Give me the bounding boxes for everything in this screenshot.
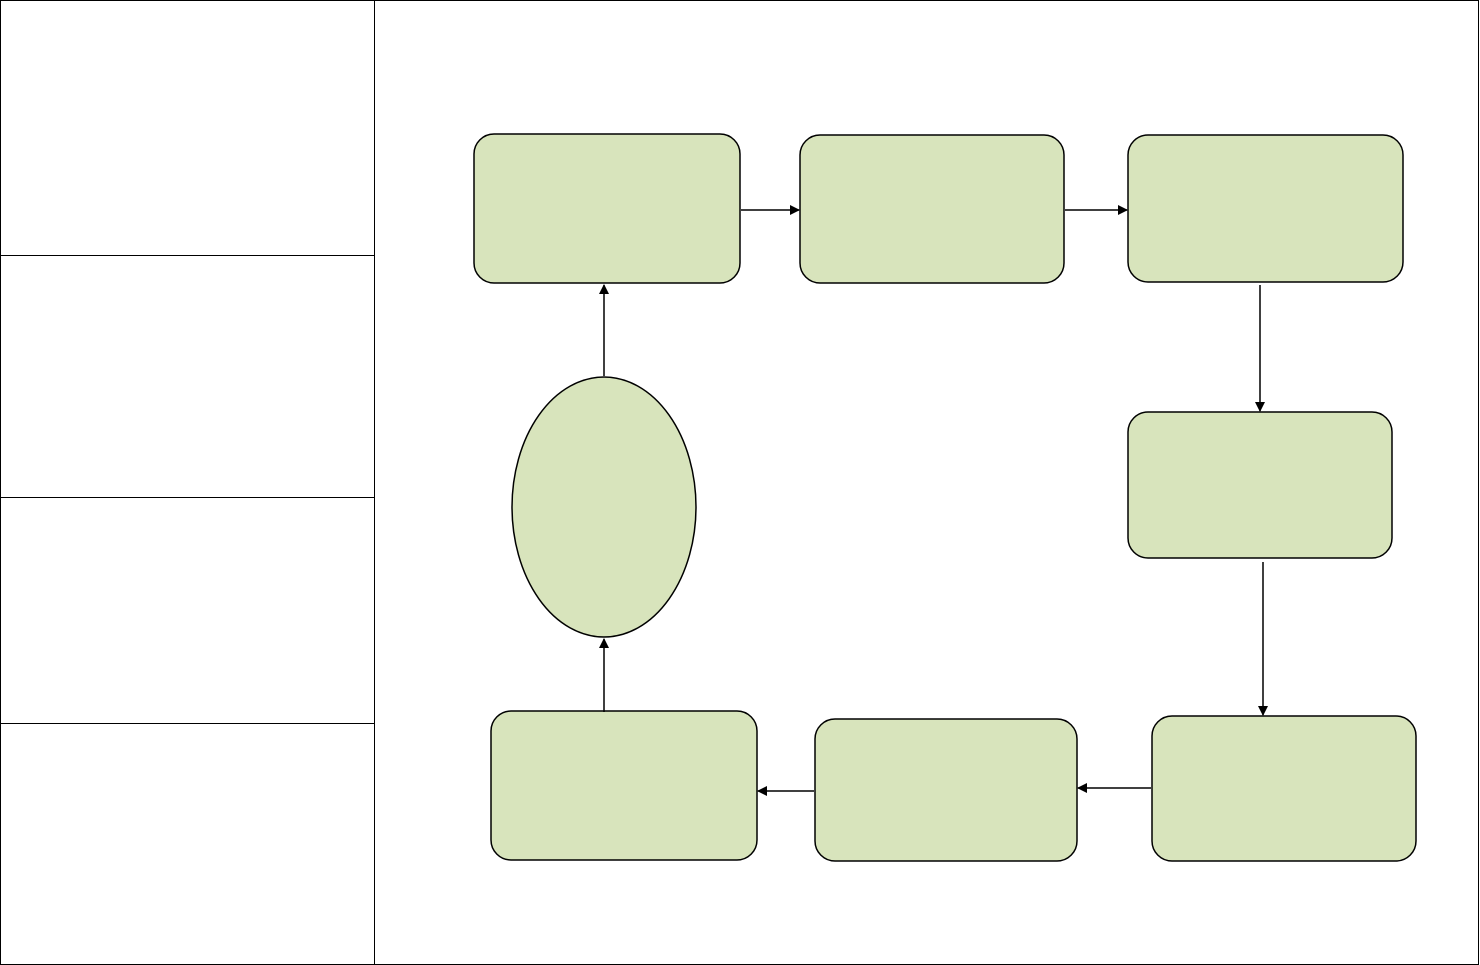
node-box-top-2 [799, 134, 1065, 284]
node-box-bottom-middle-shape [814, 718, 1078, 862]
node-box-top-1-shape [473, 133, 741, 284]
node-box-bottom-left-shape [490, 710, 758, 861]
table-cell-2 [1, 256, 374, 498]
table-cell-3 [1, 498, 374, 724]
node-box-top-1 [473, 133, 741, 284]
table-cell-1 [1, 1, 374, 256]
node-box-bottom-middle [814, 718, 1078, 862]
node-ellipse-left-shape [511, 376, 697, 638]
node-box-right-middle-shape [1127, 411, 1393, 559]
node-box-bottom-right [1151, 715, 1417, 862]
left-table-column [1, 1, 375, 964]
node-box-bottom-right-shape [1151, 715, 1417, 862]
node-ellipse-left [511, 376, 697, 638]
node-box-right-middle [1127, 411, 1393, 559]
node-box-top-3 [1127, 134, 1404, 283]
node-box-top-3-shape [1127, 134, 1404, 283]
node-box-bottom-left [490, 710, 758, 861]
node-box-top-2-shape [799, 134, 1065, 284]
